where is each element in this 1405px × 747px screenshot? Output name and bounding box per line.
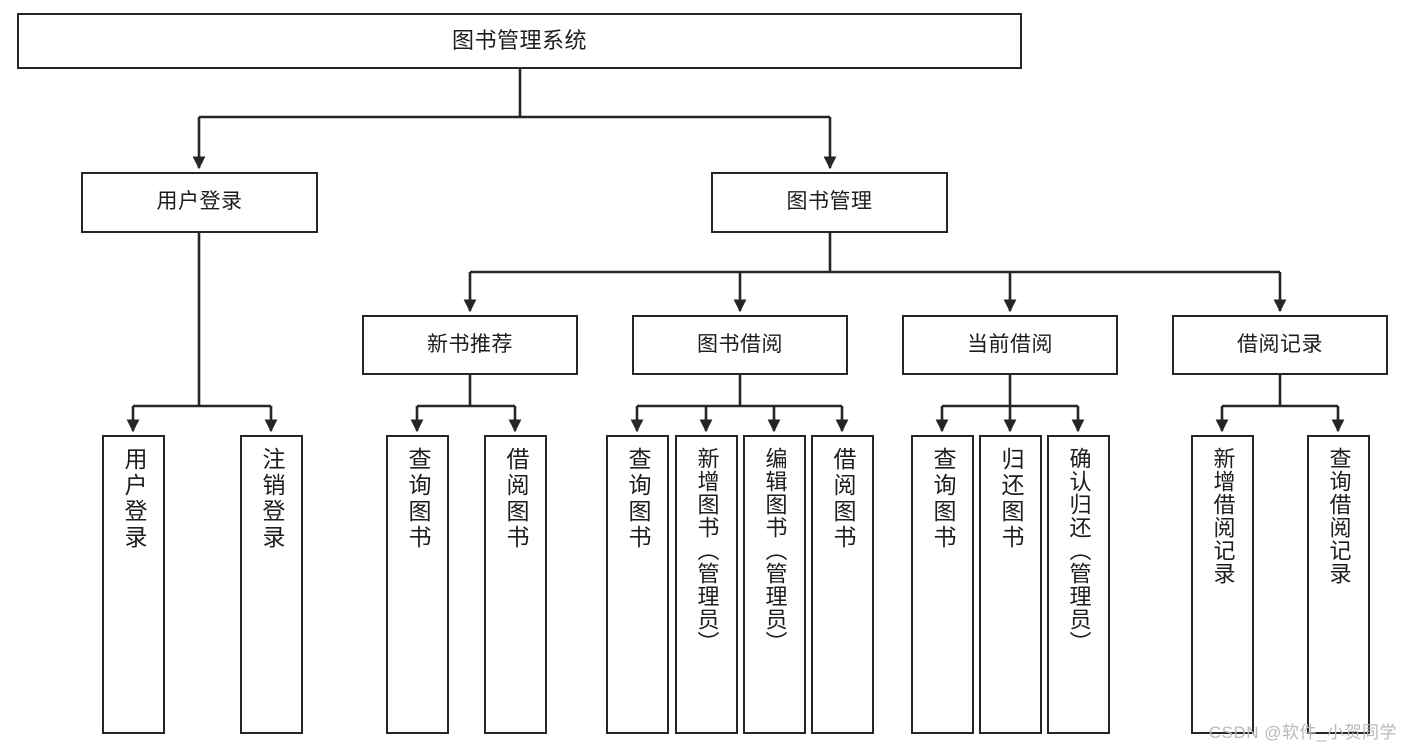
node-user-login[interactable]: 用户登录 xyxy=(81,172,318,233)
node-label: 图书借阅 xyxy=(697,332,783,356)
node-label: 注销登录 xyxy=(259,447,285,551)
leaf-borrow-query-book[interactable]: 查询图书 xyxy=(606,435,669,734)
leaf-borrow-add-book-admin[interactable]: 新增图书（管理员） xyxy=(675,435,738,734)
node-label: 确认归还（管理员） xyxy=(1066,447,1092,654)
node-label: 图书管理 xyxy=(786,190,873,214)
node-label: 用户登录 xyxy=(156,190,243,214)
leaf-records-add-record[interactable]: 新增借阅记录 xyxy=(1191,435,1254,734)
leaf-current-return-book[interactable]: 归还图书 xyxy=(979,435,1042,734)
node-root-system[interactable]: 图书管理系统 xyxy=(17,13,1022,69)
node-current-borrow[interactable]: 当前借阅 xyxy=(902,315,1118,375)
node-label: 图书管理系统 xyxy=(451,28,587,54)
node-label: 借阅图书 xyxy=(503,447,529,551)
leaf-current-query-book[interactable]: 查询图书 xyxy=(911,435,974,734)
node-label: 归还图书 xyxy=(998,447,1024,551)
node-label: 新书推荐 xyxy=(427,332,513,356)
leaf-newbook-borrow-book[interactable]: 借阅图书 xyxy=(484,435,547,734)
leaf-records-query-record[interactable]: 查询借阅记录 xyxy=(1307,435,1370,734)
node-label: 借阅记录 xyxy=(1237,332,1323,356)
node-new-book-recommend[interactable]: 新书推荐 xyxy=(362,315,578,375)
node-label: 用户登录 xyxy=(121,447,147,551)
node-book-borrow[interactable]: 图书借阅 xyxy=(632,315,848,375)
leaf-borrow-edit-book-admin[interactable]: 编辑图书（管理员） xyxy=(743,435,806,734)
csdn-watermark: CSDN @软件_小贺同学 xyxy=(1208,723,1397,742)
leaf-borrow-borrow-book[interactable]: 借阅图书 xyxy=(811,435,874,734)
node-label: 编辑图书（管理员） xyxy=(762,447,788,654)
node-label: 查询图书 xyxy=(405,447,431,551)
node-book-management[interactable]: 图书管理 xyxy=(711,172,948,233)
leaf-current-confirm-return-admin[interactable]: 确认归还（管理员） xyxy=(1047,435,1110,734)
node-label: 当前借阅 xyxy=(967,332,1053,356)
leaf-newbook-query-book[interactable]: 查询图书 xyxy=(386,435,449,734)
node-label: 借阅图书 xyxy=(830,447,856,551)
leaf-logout[interactable]: 注销登录 xyxy=(240,435,303,734)
node-label: 新增图书（管理员） xyxy=(694,447,720,654)
leaf-user-login[interactable]: 用户登录 xyxy=(102,435,165,734)
node-label: 新增借阅记录 xyxy=(1210,447,1236,585)
node-label: 查询借阅记录 xyxy=(1326,447,1352,585)
node-label: 查询图书 xyxy=(930,447,956,551)
node-borrow-records[interactable]: 借阅记录 xyxy=(1172,315,1388,375)
node-label: 查询图书 xyxy=(625,447,651,551)
